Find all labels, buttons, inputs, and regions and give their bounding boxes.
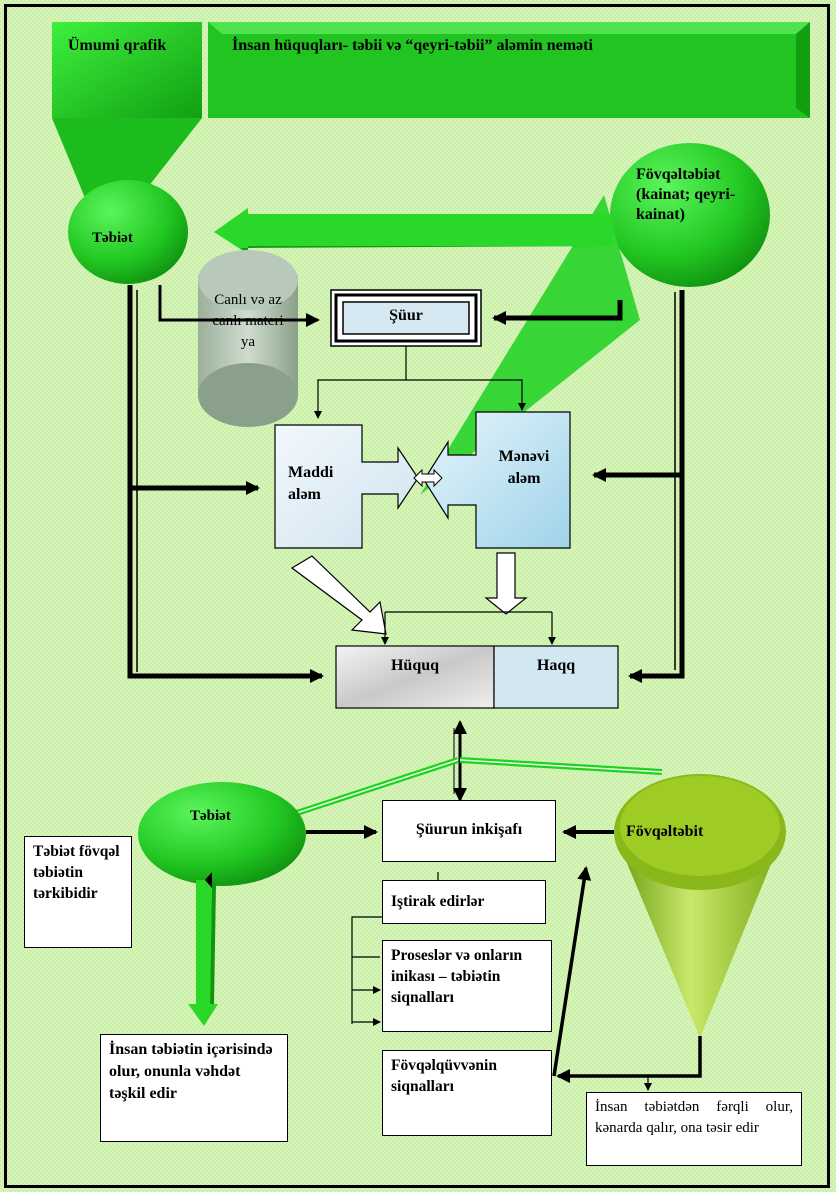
consciousness-dev-box: Şüurun inkişafı	[382, 800, 556, 862]
header-general-block	[52, 22, 202, 210]
nature-bottom-ball	[138, 782, 306, 886]
spiritual-world-label: Mənəvi aləm	[498, 448, 550, 487]
header-banner-block	[208, 22, 810, 118]
superforce-box: Fövqəlqüvvənin siqnalları	[382, 1050, 552, 1136]
material-world-shape	[274, 424, 419, 549]
living-matter-cylinder	[198, 250, 298, 427]
living-matter-label: Canlı və az canlı materi ya	[212, 292, 284, 350]
note-human-nature-box: İnsan təbiətin içərisində olur, onunla v…	[100, 1034, 288, 1142]
spiritual-world-shape	[423, 411, 571, 549]
nature-top-label: Təbiət	[92, 230, 133, 246]
consciousness-label: Şüur	[389, 307, 423, 324]
right-label: Haqq	[536, 657, 576, 674]
processes-box: Proseslər və onların inikası – təbiətin …	[382, 940, 552, 1032]
supernature-cone	[614, 774, 786, 1038]
supernature-bottom-label: Fövqəltəbit	[626, 823, 704, 840]
general-graph-label: Ümumi qrafik	[68, 37, 167, 54]
law-label: Hüquq	[390, 657, 440, 674]
law-box	[335, 645, 495, 709]
note-human-diff-box: İnsan təbiətdən fərqli olur, kənarda qal…	[586, 1092, 802, 1166]
material-world-label: Maddi aləm	[288, 464, 334, 503]
participants-box: Iştirak edirlər	[382, 880, 546, 924]
supernature-top-ball	[610, 143, 770, 287]
note-nature-box: Təbiət fövqəl təbiətin tərkibidir	[24, 836, 132, 948]
nature-to-human-arrow	[188, 880, 218, 1026]
supernature-top-label: Fövqəltəbiət (kainat; qeyri-kainat)	[636, 166, 736, 223]
nature-top-ball	[68, 180, 188, 284]
banner-title: İnsan hüquqları- təbii və “qeyri-təbii” …	[232, 37, 593, 54]
right-box	[493, 645, 619, 709]
supernature-to-nature-arrow	[214, 208, 612, 254]
supernature-beam	[420, 195, 640, 495]
nature-bottom-label: Təbiət	[190, 808, 231, 824]
